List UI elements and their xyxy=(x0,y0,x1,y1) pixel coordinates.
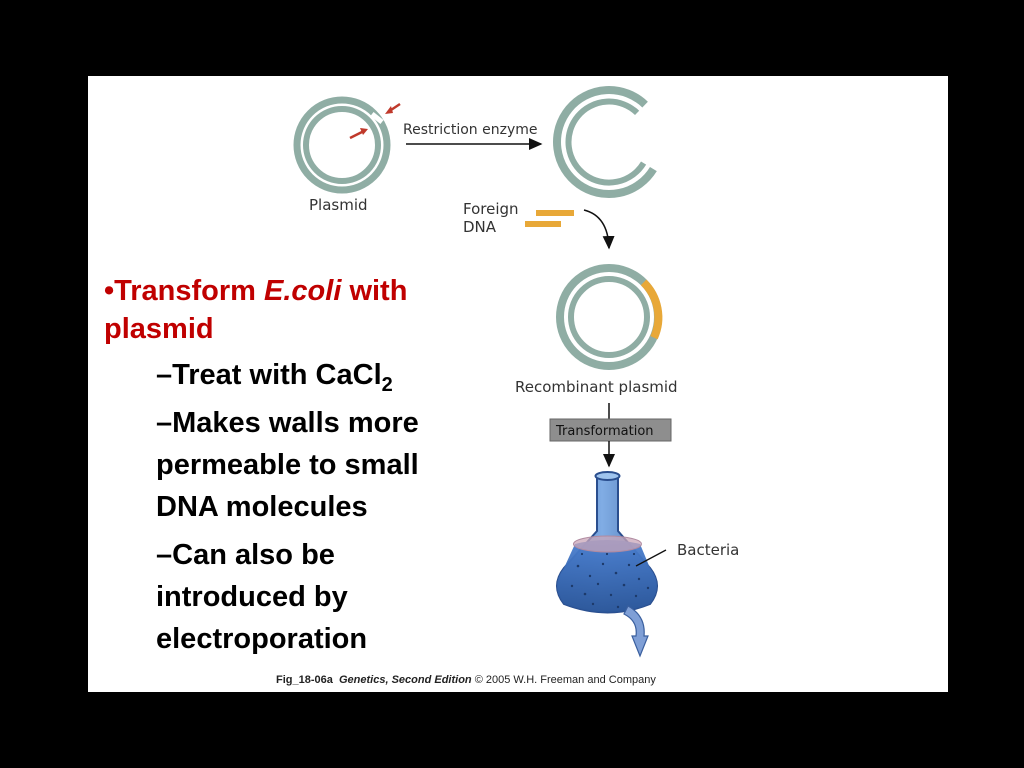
recombinant-plasmid-label: Recombinant plasmid xyxy=(515,378,678,396)
dash-marker: – xyxy=(156,359,173,391)
transformation-label: Transformation xyxy=(555,424,654,439)
recombinant-plasmid xyxy=(556,264,663,370)
foreign-dna-label-2: DNA xyxy=(463,218,497,236)
main-bullet-text: Transform xyxy=(114,275,265,307)
continue-arrow xyxy=(623,605,649,658)
ecoli-italic: E.coli xyxy=(264,275,342,307)
bacteria-pointer xyxy=(635,549,667,567)
subscript: 2 xyxy=(381,373,393,396)
bullet-list: •Transform E.coli with plasmid –Treat wi… xyxy=(104,272,474,660)
sub-bullet-electroporation: –Can also be introduced by electroporati… xyxy=(156,534,474,660)
slide: Plasmid Restriction enzyme Foreign DNA R… xyxy=(88,76,948,692)
combine-arrow xyxy=(583,209,615,250)
sub-bullet-text: Can also be introduced by electroporatio… xyxy=(156,539,368,655)
foreign-dna-label: Foreign xyxy=(463,200,519,218)
flask xyxy=(556,471,658,614)
caption-copyright: © 2005 W.H. Freeman and Company xyxy=(474,674,656,686)
caption-fig-id: Fig_18-06a xyxy=(276,674,333,686)
main-bullet-text-end: with plasmid xyxy=(104,275,408,345)
figure-caption: Fig_18-06a Genetics, Second Edition © 20… xyxy=(276,674,656,686)
recombinant-dna-diagram: Plasmid Restriction enzyme Foreign DNA R… xyxy=(293,86,739,658)
plasmid-label: Plasmid xyxy=(309,196,368,214)
sub-bullet-cacl2: –Treat with CaCl2 xyxy=(156,354,474,396)
caption-book: Genetics, Second Edition xyxy=(339,674,472,686)
plasmid-circle xyxy=(293,96,391,194)
bacteria-dots xyxy=(570,552,650,609)
foreign-dna-fragment xyxy=(525,210,574,227)
bacteria-label: Bacteria xyxy=(677,541,739,559)
main-bullet: •Transform E.coli with plasmid xyxy=(104,272,474,348)
transformation-box xyxy=(549,418,672,442)
sub-bullet-text: Makes walls more permeable to small DNA … xyxy=(156,407,419,523)
sub-bullet-text: Treat with CaCl xyxy=(172,359,382,391)
bullet-marker: • xyxy=(104,275,115,307)
cut-plasmid xyxy=(553,86,657,199)
dash-marker: – xyxy=(156,407,173,439)
cut-site-arrows xyxy=(349,102,401,140)
restriction-enzyme-label: Restriction enzyme xyxy=(403,122,537,138)
dash-marker: – xyxy=(156,539,173,571)
sub-bullet-permeable: –Makes walls more permeable to small DNA… xyxy=(156,402,474,528)
